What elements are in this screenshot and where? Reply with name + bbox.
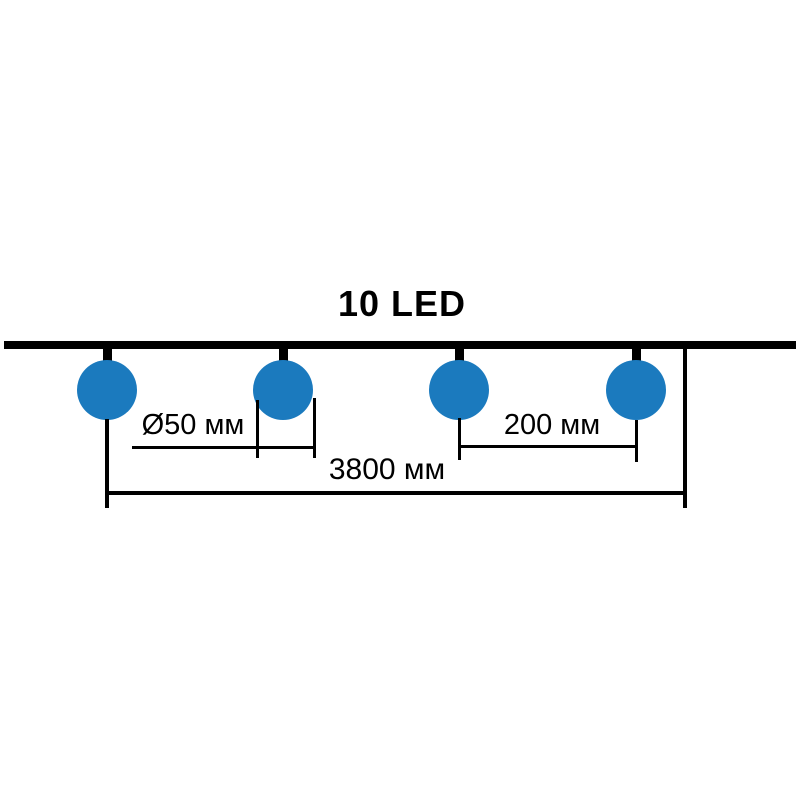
led-bulb <box>253 360 313 420</box>
led-bulb <box>429 360 489 420</box>
diameter-extension-line <box>313 398 316 458</box>
spacing-dimension-line <box>458 445 638 448</box>
bulb-hanger <box>632 348 641 365</box>
total-length-extension-line <box>105 419 109 508</box>
total-length-label: 3800 мм <box>328 453 446 486</box>
diameter-extension-line <box>256 400 259 458</box>
bulb-diameter-label: Ø50 мм <box>141 409 245 441</box>
bulb-hanger <box>103 348 112 365</box>
led-bulb <box>606 360 666 420</box>
bulb-hanger <box>455 348 464 365</box>
diagram-title: 10 LED <box>337 283 467 324</box>
bulb-spacing-label: 200 мм <box>503 409 601 441</box>
spacing-extension-line <box>458 418 461 460</box>
garland-wire <box>4 341 796 349</box>
bulb-hanger <box>279 348 288 365</box>
total-length-dimension-line <box>107 491 687 495</box>
total-length-extension-line <box>683 341 687 508</box>
diameter-dimension-line <box>132 446 316 449</box>
spacing-extension-line <box>635 420 638 462</box>
led-bulb <box>77 360 137 420</box>
